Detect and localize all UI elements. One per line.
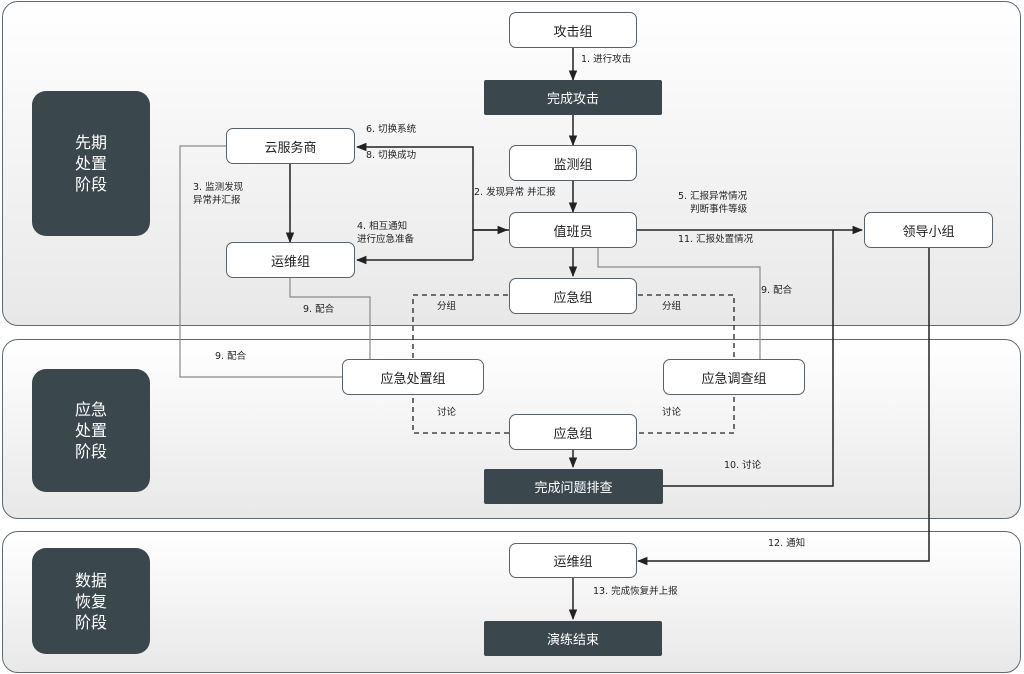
attack-group-node: 攻击组 bbox=[509, 12, 637, 48]
monitor-group-node: 监测组 bbox=[509, 145, 637, 181]
phase-label-pre: 先期 处置 阶段 bbox=[32, 91, 150, 236]
ops-group-node-recovery: 运维组 bbox=[509, 543, 637, 578]
edge-label-9-ops: 9. 配合 bbox=[303, 304, 335, 315]
phase-label-recovery: 数据 恢复 阶段 bbox=[32, 548, 150, 654]
edge-label-8: 8. 切换成功 bbox=[366, 150, 417, 161]
edge-label-4: 4. 相互通知 进行应急准备 bbox=[357, 221, 415, 245]
edge-label-9-right: 9. 配合 bbox=[761, 285, 793, 296]
edge-label-10: 10. 讨论 bbox=[724, 460, 762, 471]
leader-group-node: 领导小组 bbox=[864, 212, 993, 248]
ops-group-node-pre: 运维组 bbox=[226, 242, 355, 278]
drill-end-node: 演练结束 bbox=[484, 621, 662, 656]
edge-label-12: 12. 通知 bbox=[768, 538, 806, 549]
response-group-node: 应急处置组 bbox=[342, 359, 484, 395]
edge-label-9-left: 9. 配合 bbox=[215, 351, 247, 362]
edge-label-6: 6. 切换系统 bbox=[366, 124, 417, 135]
edge-label-1: 1. 进行攻击 bbox=[581, 54, 632, 65]
edge-label-2: 2. 发现异常 并汇报 bbox=[474, 187, 556, 198]
split-label-right: 分组 bbox=[662, 301, 682, 312]
edge-label-13: 13. 完成恢复并上报 bbox=[593, 586, 678, 597]
edge-label-11: 11. 汇报处置情况 bbox=[678, 234, 754, 245]
emergency-group-node-top: 应急组 bbox=[509, 278, 637, 314]
discuss-label-right: 讨论 bbox=[662, 407, 682, 418]
phase-label-emergency: 应急 处置 阶段 bbox=[32, 369, 150, 492]
cloud-vendor-node: 云服务商 bbox=[226, 128, 355, 164]
split-label-left: 分组 bbox=[437, 301, 457, 312]
edge-label-3: 3. 监测发现 异常并汇报 bbox=[193, 182, 244, 206]
investigation-group-node: 应急调查组 bbox=[663, 359, 805, 395]
discuss-label-left: 讨论 bbox=[437, 407, 457, 418]
edge-label-5: 5. 汇报异常情况 判断事件等级 bbox=[678, 191, 748, 215]
attack-done-node: 完成攻击 bbox=[484, 80, 662, 115]
emergency-group-node-bottom: 应急组 bbox=[509, 414, 637, 450]
duty-officer-node: 值班员 bbox=[509, 212, 637, 248]
problem-done-node: 完成问题排查 bbox=[484, 469, 663, 504]
